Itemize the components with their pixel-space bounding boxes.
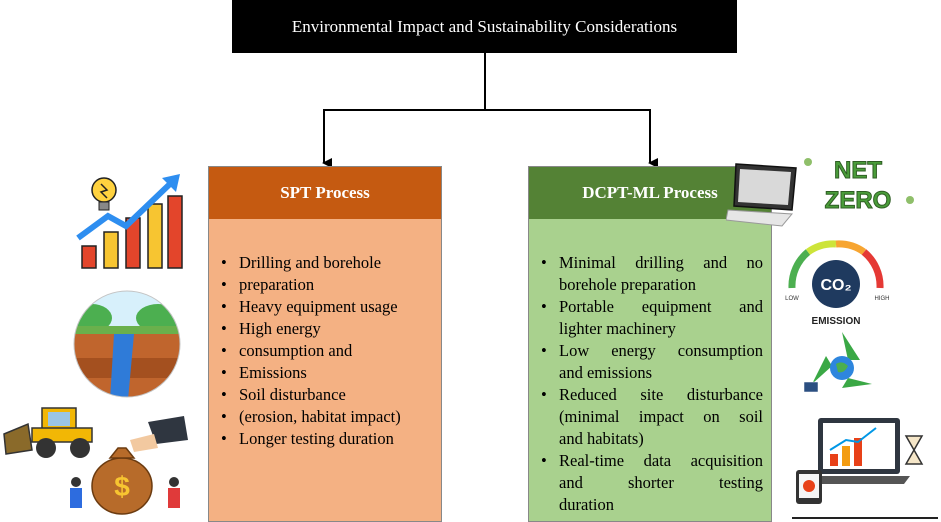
dcpt-line: Low energy consumption [535,340,763,362]
dcpt-line: and habitats) [559,429,644,448]
dcpt-line: lighter machinery [559,319,676,338]
net-zero-icon: NET ZERO [804,157,914,215]
co2-label: CO₂ [820,277,851,294]
spt-line: preparation [215,274,439,296]
dollar-sign: $ [114,471,130,502]
laptop-icon [726,163,797,227]
spt-list: Drilling and boreholepreparationHeavy eq… [215,252,439,450]
dcpt-line: and shorter testing [559,473,763,492]
dcpt-line: duration [559,495,614,514]
spt-line: consumption and [215,340,439,362]
spt-line: (erosion, habitat impact) [215,406,439,428]
emission-label: EMISSION [812,316,861,327]
co2-emission-gauge-icon: CO₂ LOW HIGH EMISSION [785,240,890,327]
gauge-high-label: HIGH [875,296,890,302]
dcpt-line: and emissions [559,363,653,382]
spt-panel: SPT Process Drilling and boreholeprepara… [208,166,442,522]
spt-heading: SPT Process [209,167,441,219]
spt-line: High energy [215,318,439,340]
dcpt-line: Portable equipment and [535,296,763,318]
dcpt-heading: DCPT-ML Process [529,167,771,219]
spt-line: Drilling and borehole [215,252,439,274]
money-bag-icon: $ [70,416,188,515]
diagram-title: Environmental Impact and Sustainability … [232,0,737,53]
dcpt-line: Real-time data acquisition [535,450,763,472]
net-zero-text-top: NET [834,157,882,184]
laptop-analytics-icon [792,418,938,519]
dcpt-line: (minimal impact on soil [559,407,763,426]
energy-growth-chart-icon [76,174,183,269]
dcpt-line: Reduced site disturbance [535,384,763,406]
dcpt-line: borehole preparation [559,275,696,294]
net-zero-text-bottom: ZERO [825,187,892,214]
connector-lines [322,53,658,168]
recycle-earth-icon [803,332,872,393]
spt-line: Longer testing duration [215,428,439,450]
spt-line: Emissions [215,362,439,384]
soil-erosion-icon [73,290,181,398]
gauge-low-label: LOW [785,296,799,302]
bulldozer-icon [3,407,93,458]
spt-line: Soil disturbance [215,384,439,406]
spt-line: Heavy equipment usage [215,296,439,318]
dcpt-line: Minimal drilling and no [535,252,763,274]
